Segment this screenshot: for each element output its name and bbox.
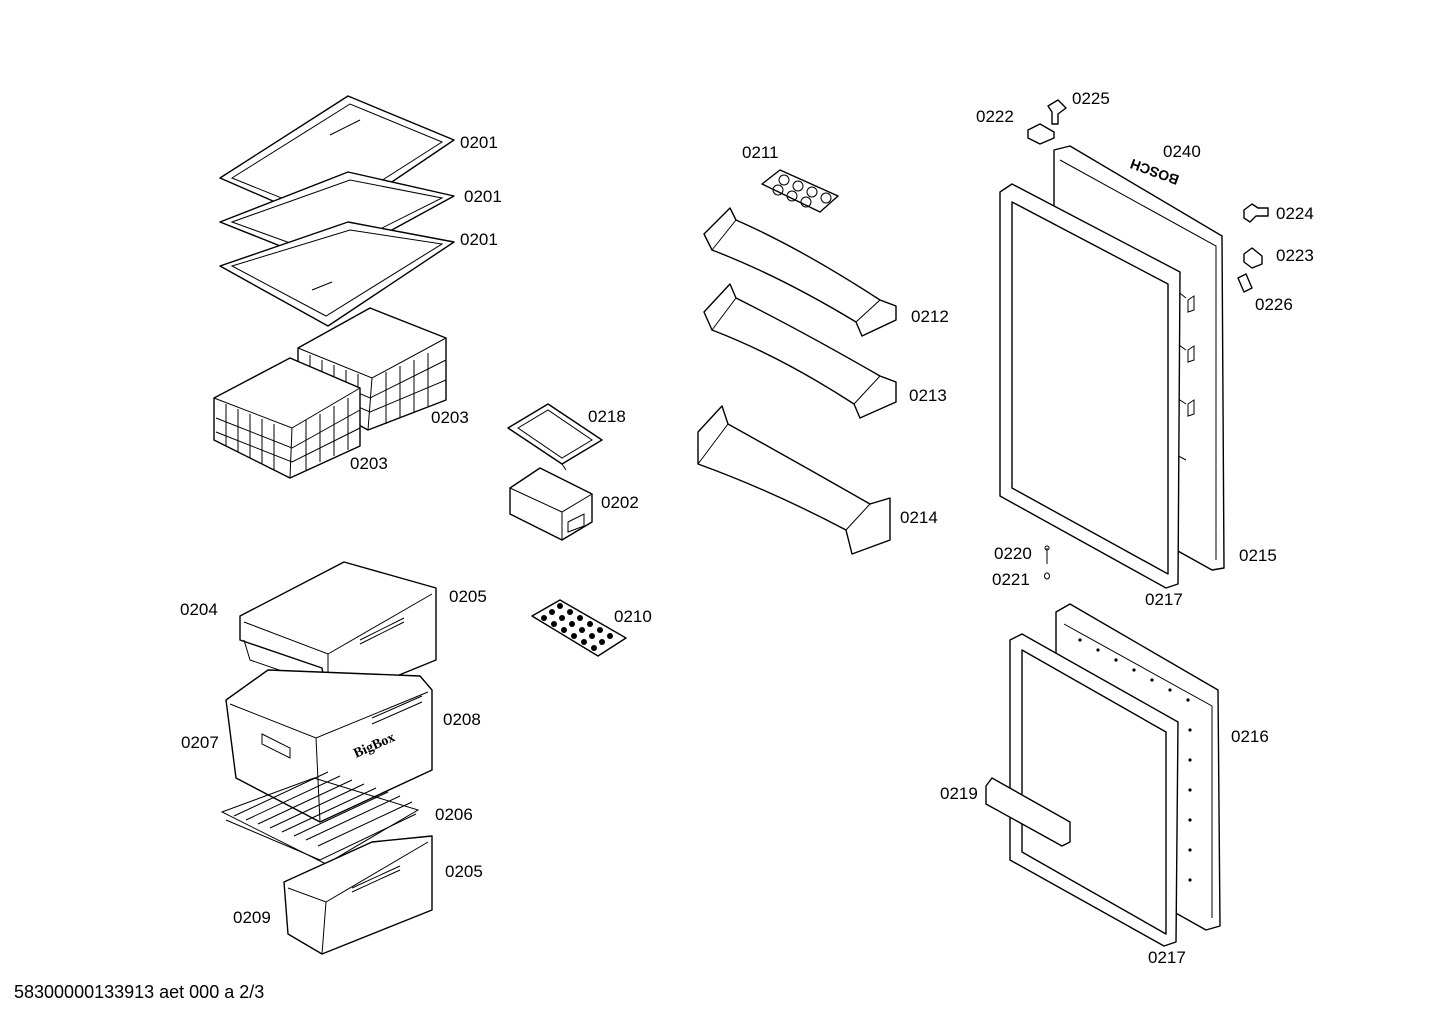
label-0207: 0207 — [181, 733, 219, 752]
door-rack-0213 — [703, 283, 897, 419]
flap-0219 — [985, 777, 1071, 847]
label-0219: 0219 — [940, 784, 978, 803]
label-0201-a: 0201 — [460, 133, 498, 152]
label-0203-a: 0203 — [431, 408, 469, 427]
label-0216: 0216 — [1231, 727, 1269, 746]
label-0213: 0213 — [909, 386, 947, 405]
label-0210: 0210 — [614, 607, 652, 626]
label-0217-a: 0217 — [1145, 590, 1183, 609]
label-0218: 0218 — [588, 407, 626, 426]
document-reference: 58300000133913 aet 000 a 2/3 — [14, 982, 265, 1002]
wire-basket-front — [213, 357, 361, 479]
label-0225: 0225 — [1072, 89, 1110, 108]
label-0222: 0222 — [976, 107, 1014, 126]
wire-rack — [220, 771, 420, 865]
fridge-door-gasket — [999, 183, 1181, 589]
label-0205-b: 0205 — [445, 862, 483, 881]
label-0201-b: 0201 — [464, 187, 502, 206]
label-0206: 0206 — [435, 805, 473, 824]
label-0208: 0208 — [443, 710, 481, 729]
label-0212: 0212 — [911, 307, 949, 326]
label-0209: 0209 — [233, 908, 271, 927]
small-tray — [507, 403, 603, 471]
hinge-0225 — [1047, 99, 1067, 125]
label-0223: 0223 — [1276, 246, 1314, 265]
bracket-0226 — [1237, 273, 1253, 293]
label-0224: 0224 — [1276, 204, 1314, 223]
label-0217-b: 0217 — [1148, 948, 1186, 967]
bigbox-drawer — [225, 669, 433, 823]
label-0205-a: 0205 — [449, 587, 487, 606]
label-0203-b: 0203 — [350, 454, 388, 473]
label-0202: 0202 — [601, 493, 639, 512]
label-0201-c: 0201 — [460, 230, 498, 249]
label-0221: 0221 — [992, 570, 1030, 589]
freezer-door-gasket — [1009, 633, 1179, 947]
small-box — [509, 467, 593, 541]
label-0220: 0220 — [994, 544, 1032, 563]
egg-holder — [761, 169, 839, 213]
door-rack-0212 — [703, 207, 897, 337]
label-0226: 0226 — [1255, 295, 1293, 314]
label-0240: 0240 — [1163, 142, 1201, 161]
glass-shelf-bottom — [219, 221, 455, 327]
label-0204: 0204 — [180, 600, 218, 619]
ice-cube-tray — [531, 599, 627, 657]
drawer-bottom — [283, 835, 433, 955]
hinge-cover-0222 — [1027, 123, 1055, 145]
screw-0220-0221 — [1044, 545, 1050, 580]
bracket-0223 — [1243, 247, 1263, 269]
hinge-0224 — [1243, 203, 1269, 223]
label-0214: 0214 — [900, 508, 938, 527]
label-0215: 0215 — [1239, 546, 1277, 565]
door-rack-0214 — [697, 405, 891, 555]
label-0211: 0211 — [742, 143, 779, 162]
